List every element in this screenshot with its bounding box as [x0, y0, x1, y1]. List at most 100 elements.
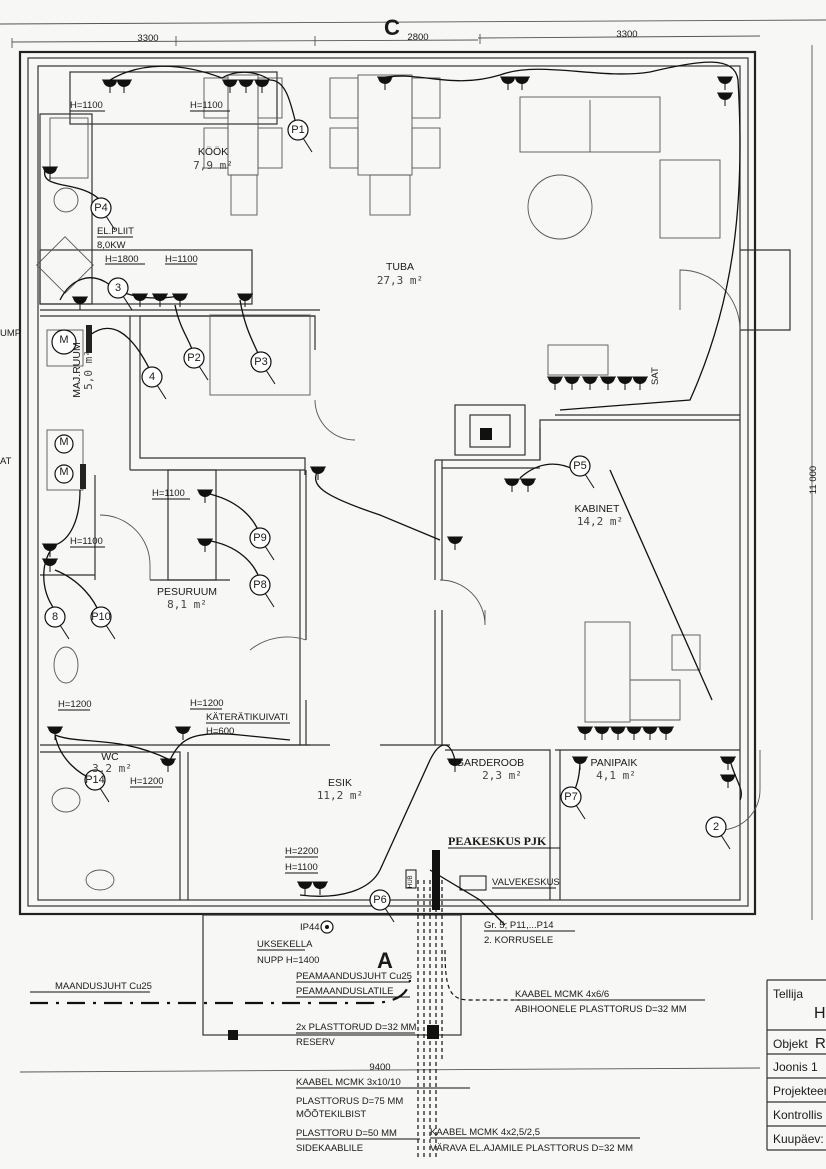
circuit-label: P5 [573, 460, 586, 472]
circuit-marker: P8 [249, 574, 275, 608]
circuit-label: 2 [713, 821, 719, 833]
socket-outlet-icon [617, 376, 633, 390]
socket-outlets [42, 76, 736, 895]
socket-outlet-icon [160, 758, 176, 772]
pipe50-label: PLASTTORU D=50 MM [296, 1128, 397, 1139]
checker-label: Kontrollis [773, 1108, 822, 1122]
reserve-pipes-label: 2x PLASTTORUD D=32 MM [296, 1022, 417, 1033]
circuit-marker: 4 [141, 366, 167, 400]
gate-pipe-label: VÄRAVA EL.AJAMILE PLASTTORUS D=32 MM [430, 1143, 633, 1154]
pump-label: UMP [0, 328, 21, 339]
socket-outlet-icon [500, 76, 516, 90]
socket-outlet-icon [42, 558, 58, 572]
socket-outlet-icon [237, 293, 253, 307]
ip44-label: IP44 [300, 922, 320, 933]
object-label: Objekt [773, 1037, 808, 1051]
designer-label: Projekteer [773, 1084, 826, 1098]
outbuilding-pipe-label: ABIHOONELE PLASTTORUS D=32 MM [515, 1004, 687, 1015]
annotations: H=1100 H=1100 EL.PLIIT 8,0KW H=1800 H=11… [0, 100, 705, 1154]
circuit-label: P7 [564, 791, 577, 803]
socket-outlet-icon [312, 881, 328, 895]
object-value: R [815, 1035, 826, 1052]
main-ground-bar-label: PEAMAANDUSLATILE [296, 986, 394, 997]
circuit-marker: P7 [560, 786, 586, 820]
circuit-marker: P6 [369, 889, 395, 923]
circuit-label: 3 [115, 282, 121, 294]
room-area: 5,0 m² [82, 350, 95, 390]
circuit-marker: 2 [705, 816, 731, 850]
height-label: H=600 [206, 726, 234, 737]
wiring [30, 61, 742, 1160]
socket-outlet-icon [642, 726, 658, 740]
from-meter-label: MÕÕTEKILBIST [296, 1109, 366, 1120]
dim-right-total: 11 000 [808, 466, 819, 494]
stove-power-label: 8,0KW [97, 240, 126, 251]
room-area: 7,9 m² [193, 159, 233, 172]
motor-icon: M [59, 334, 68, 346]
room-area: 4,1 m² [596, 769, 636, 782]
socket-outlet-icon [132, 293, 148, 307]
socket-outlet-icon [720, 756, 736, 770]
circuit-marker: P5 [569, 455, 595, 489]
hub-label: HUB [408, 875, 414, 888]
socket-outlet-icon [42, 543, 58, 557]
room-name: MAJ.RUUM [71, 342, 83, 397]
circuit-marker: P14 [84, 769, 110, 803]
room-name: PANIPAIK [591, 757, 638, 769]
room-area: 27,3 m² [377, 274, 423, 287]
socket-outlet-icon [152, 293, 168, 307]
circuit-label: P4 [94, 202, 107, 214]
height-label: H=1200 [190, 698, 224, 709]
circuit-label: P14 [85, 774, 105, 786]
circuit-marker: P4 [90, 197, 116, 231]
socket-outlet-icon [626, 726, 642, 740]
drawing-label: Joonis 1 [773, 1060, 818, 1074]
socket-outlet-icon [238, 79, 254, 93]
height-label: H=1100 [285, 862, 318, 873]
main-cable-label: KAABEL MCMK 3x10/10 [296, 1077, 401, 1088]
circuit-label: 4 [149, 371, 155, 383]
motor-icon: M [59, 436, 68, 448]
circuit-label: P8 [253, 579, 266, 591]
telecom-label: SIDEKAABLILE [296, 1143, 363, 1154]
socket-outlet-icon [658, 726, 674, 740]
floor2-label: 2. KORRUSELE [484, 935, 553, 946]
socket-outlet-icon [377, 76, 393, 90]
socket-outlet-icon [564, 376, 580, 390]
date-label: Kuupäev: [773, 1132, 824, 1146]
socket-outlet-icon [717, 92, 733, 106]
room-labels: KÖÖK 7,9 m² TUBA 27,3 m² MAJ.RUUM 5,0 m²… [71, 146, 637, 802]
height-label: H=2200 [285, 846, 319, 857]
height-label: H=1200 [130, 776, 164, 787]
socket-outlet-icon [610, 726, 626, 740]
room-area: 8,1 m² [167, 598, 207, 611]
reserve-label: RESERV [296, 1037, 336, 1048]
main-ground-label: PEAMAANDUSJUHT Cu25 [296, 971, 412, 982]
client-label: Tellija [773, 987, 803, 1001]
circuit-label: P10 [91, 611, 111, 623]
room-area: 11,2 m² [317, 789, 363, 802]
circuit-label: P2 [187, 352, 200, 364]
socket-outlet-icon [572, 756, 588, 770]
socket-outlet-icon [504, 478, 520, 492]
motor-icon: M [59, 466, 68, 478]
fireplace-icon [480, 428, 492, 440]
walls [18, 50, 791, 1036]
sat-left-label: AT [0, 456, 12, 467]
height-label: H=1800 [105, 254, 139, 265]
socket-outlet-icon [116, 79, 132, 93]
socket-outlet-icon [297, 881, 313, 895]
room-area: 3,2 m² [92, 762, 132, 775]
room-name: KÖÖK [198, 146, 228, 158]
stove-label: EL.PLIIT [97, 226, 134, 237]
height-label: H=1100 [70, 100, 103, 111]
circuit-marker: 3 [107, 277, 133, 311]
room-name: KABINET [575, 503, 621, 515]
room-area: 2,3 m² [482, 769, 522, 782]
socket-outlet-icon [594, 726, 610, 740]
pipe75-label: PLASTTORUS D=75 MM [296, 1096, 403, 1107]
group5-label: Gr. 5; P11,...P14 [484, 920, 554, 931]
dimension-lines [0, 19, 826, 1073]
socket-outlet-icon [600, 376, 616, 390]
